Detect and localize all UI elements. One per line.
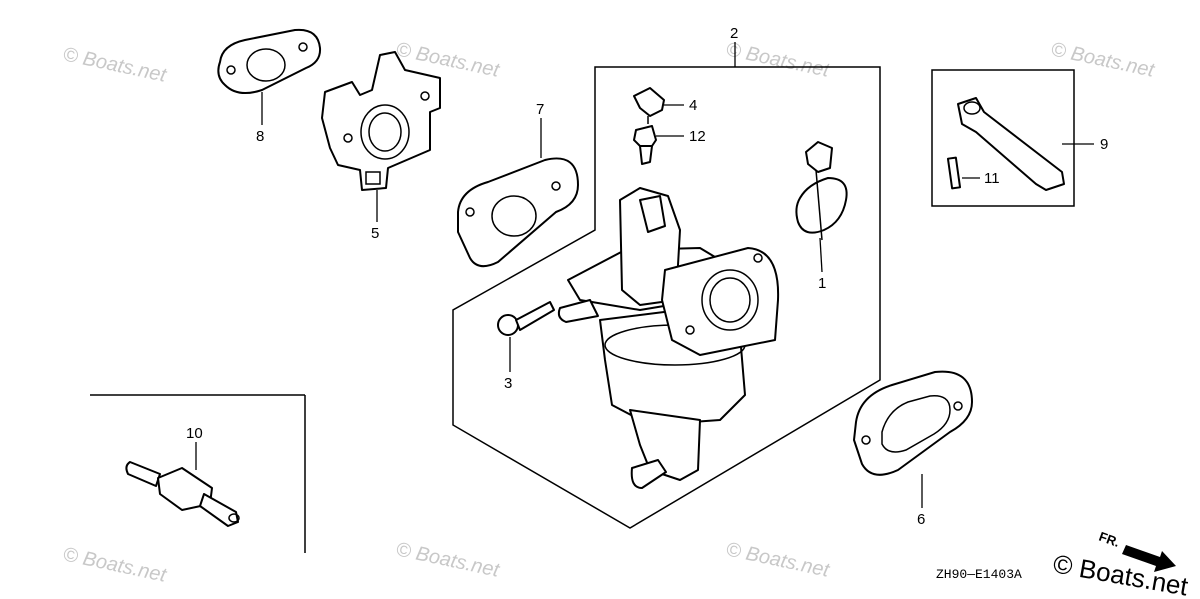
- part-12-screw: [633, 125, 657, 165]
- brand-logo: © Boats.net: [1051, 548, 1191, 599]
- callout-4: 4: [689, 97, 697, 114]
- watermark-4: © Boats.net: [1049, 38, 1157, 82]
- callout-1: 1: [818, 275, 826, 292]
- part-9-choke-lever: [957, 97, 1065, 191]
- diagram-code: ZH90—E1403A: [936, 567, 1022, 582]
- callout-12: 12: [689, 128, 706, 145]
- callout-2: 2: [730, 25, 738, 42]
- callout-5: 5: [371, 225, 379, 242]
- watermark-6: © Boats.net: [394, 538, 502, 582]
- part-2-carburetor: [557, 187, 780, 489]
- callout-8: 8: [256, 128, 264, 145]
- direction-indicator: FR.: [1097, 529, 1176, 572]
- watermark-1: © Boats.net: [61, 43, 169, 87]
- leader-lines: [195, 42, 1094, 508]
- direction-label: FR.: [1097, 529, 1122, 550]
- callout-3: 3: [504, 375, 512, 392]
- arrow-right-icon: [1122, 545, 1176, 572]
- part-10-fuel-filter: [125, 461, 240, 527]
- part-8-gasket: [217, 28, 322, 95]
- part-6-gasket: [853, 370, 973, 476]
- part-3-screw: [497, 301, 555, 336]
- part-1-float: [795, 141, 848, 241]
- choke-lever-frame: [931, 69, 1075, 207]
- part-4-cap: [633, 87, 665, 124]
- callouts: 8 5 7 2 4 12 1 3 9 11 10 6: [186, 25, 1108, 528]
- callout-6: 6: [917, 511, 925, 528]
- carburetor-group-frame: [452, 66, 881, 529]
- callout-11: 11: [984, 170, 1000, 187]
- callout-7: 7: [536, 101, 544, 118]
- part-7-gasket: [457, 157, 579, 268]
- watermark-3: © Boats.net: [724, 38, 832, 82]
- callout-9: 9: [1100, 136, 1108, 153]
- watermark-5: © Boats.net: [61, 543, 169, 587]
- watermark-7: © Boats.net: [724, 538, 832, 582]
- part-11-pin: [946, 156, 962, 190]
- callout-10: 10: [186, 425, 203, 442]
- part-5-insulator: [321, 51, 441, 191]
